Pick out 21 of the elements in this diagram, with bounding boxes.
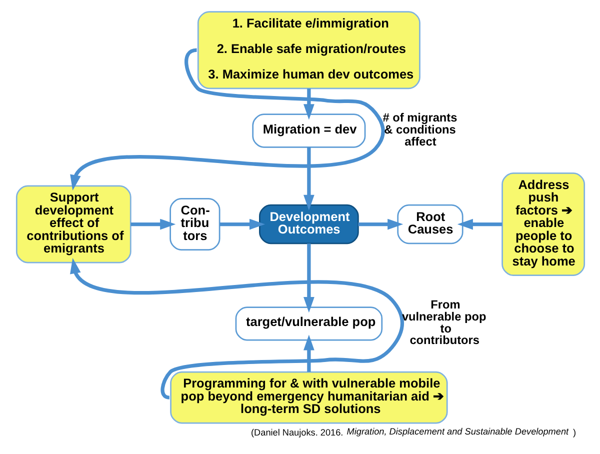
arrow <box>303 88 314 120</box>
node-box: Con- tribu tors <box>169 198 220 250</box>
node-box: Development Outcomes <box>258 204 358 244</box>
arrow <box>303 244 314 313</box>
node-box: Root Causes <box>396 204 463 244</box>
caption: (Daniel Naujoks. 2016. Migration, Displacement and Sustainable Development) <box>250 426 576 438</box>
arrow <box>70 258 404 400</box>
edge-label: # of migrants & conditions affect <box>382 110 457 148</box>
arrow <box>456 218 502 230</box>
node-box: Support development effect of contributions of emigrants <box>15 185 131 264</box>
node-box: Programming for & with vulnerable mobile pop beyond emergency humanitarian aid ➔ long-term SD solutions <box>170 371 448 424</box>
node-box: 1. Facilitate e/immigration 2. Enable safe migration/routes 3. Maximize human dev outcomes <box>196 11 420 90</box>
arrow <box>303 334 314 372</box>
node-box: target/vulnerable pop <box>234 306 382 341</box>
arrow <box>303 147 314 210</box>
arrow <box>358 218 403 230</box>
node-box: Address push factors ➔ enable people to choose to stay home <box>501 172 585 276</box>
arrow <box>219 218 265 230</box>
arrow <box>130 218 176 230</box>
node-box: Migration = dev <box>252 114 366 148</box>
arrow <box>70 48 384 190</box>
